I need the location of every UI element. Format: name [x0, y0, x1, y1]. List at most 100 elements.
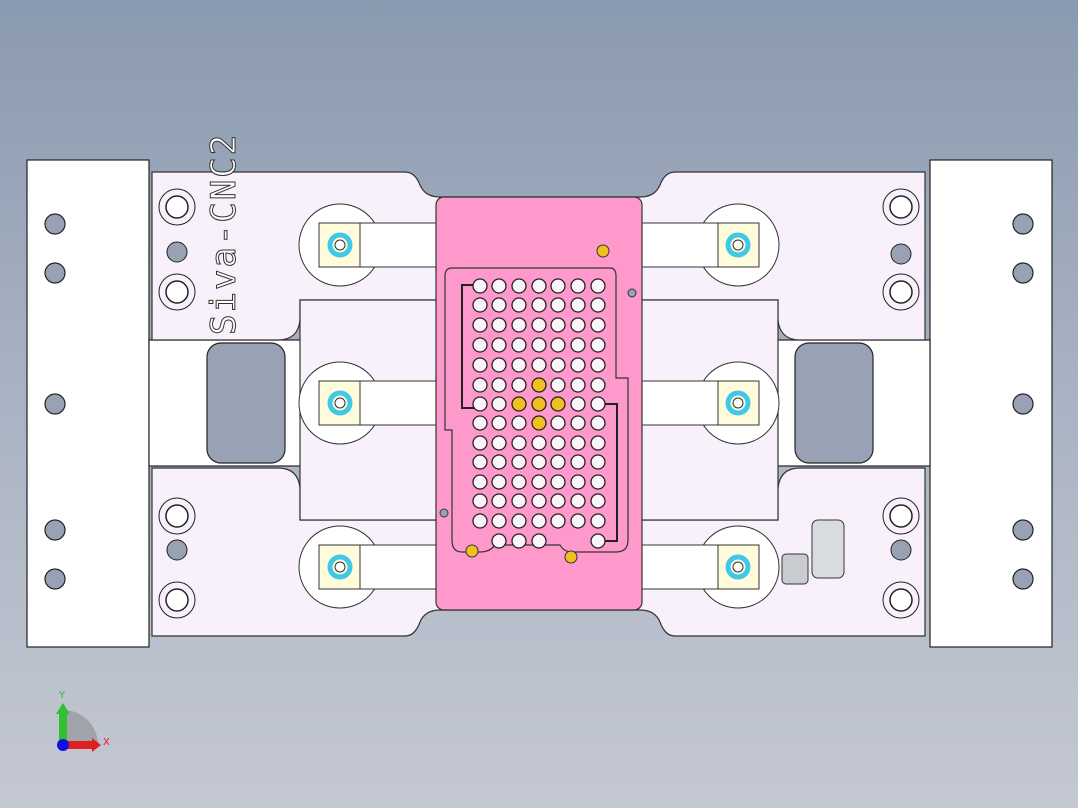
vacuum-hole — [511, 396, 527, 412]
vacuum-hole — [531, 377, 547, 393]
counterbore-hole — [882, 273, 920, 311]
vacuum-hole — [590, 435, 606, 451]
vacuum-hole — [531, 454, 547, 470]
vacuum-hole — [570, 337, 586, 353]
bolt-hole — [334, 239, 346, 251]
counterbore-hole — [882, 188, 920, 226]
locating-pin — [564, 550, 578, 564]
vacuum-hole — [472, 493, 488, 509]
dowel-hole — [166, 539, 188, 561]
rail-hole — [44, 519, 66, 541]
bolt-icon — [725, 390, 751, 416]
vacuum-hole — [472, 435, 488, 451]
counterbore-hole-inner — [165, 280, 189, 304]
rail-hole — [1012, 568, 1034, 590]
vacuum-hole — [531, 337, 547, 353]
vacuum-hole — [590, 297, 606, 313]
bolt-hole — [732, 397, 744, 409]
vacuum-hole — [550, 415, 566, 431]
locating-pin — [596, 244, 610, 258]
vacuum-hole — [491, 297, 507, 313]
bolt-hole — [334, 397, 346, 409]
vacuum-hole — [531, 317, 547, 333]
vacuum-hole — [590, 474, 606, 490]
vacuum-hole — [550, 396, 566, 412]
counterbore-hole — [158, 581, 196, 619]
right-window — [794, 342, 874, 464]
nest-hole — [627, 288, 637, 298]
dowel-hole — [890, 539, 912, 561]
vacuum-hole — [511, 513, 527, 529]
vacuum-hole — [472, 357, 488, 373]
vacuum-hole — [472, 317, 488, 333]
bolt-hole — [732, 561, 744, 573]
vacuum-hole — [550, 454, 566, 470]
vacuum-hole — [570, 435, 586, 451]
vacuum-hole — [472, 337, 488, 353]
vacuum-hole — [491, 377, 507, 393]
fitting-elbow — [811, 519, 845, 579]
nest-groove — [444, 267, 629, 553]
vacuum-hole — [550, 337, 566, 353]
rail-hole — [44, 213, 66, 235]
y-axis-arrow — [59, 712, 67, 745]
vacuum-hole — [570, 493, 586, 509]
vacuum-hole — [590, 377, 606, 393]
vacuum-hole — [590, 415, 606, 431]
vacuum-hole — [531, 357, 547, 373]
vacuum-channel — [461, 284, 618, 542]
counterbore-hole — [158, 188, 196, 226]
vacuum-hole — [550, 278, 566, 294]
vacuum-hole — [570, 415, 586, 431]
vacuum-hole — [472, 454, 488, 470]
vacuum-hole — [491, 533, 507, 549]
vacuum-hole — [590, 396, 606, 412]
vacuum-hole — [550, 317, 566, 333]
counterbore-hole — [158, 273, 196, 311]
rail-hole — [44, 393, 66, 415]
vacuum-hole — [570, 396, 586, 412]
vacuum-hole — [511, 493, 527, 509]
vacuum-hole — [491, 317, 507, 333]
vacuum-hole — [570, 454, 586, 470]
vacuum-hole — [472, 415, 488, 431]
vacuum-hole — [590, 513, 606, 529]
vacuum-hole — [590, 357, 606, 373]
bolt-icon — [725, 554, 751, 580]
right-rail — [929, 159, 1053, 648]
vacuum-hole — [531, 278, 547, 294]
x-label: X — [103, 737, 110, 748]
counterbore-hole-inner — [889, 280, 913, 304]
vacuum-hole — [511, 454, 527, 470]
rail-hole — [1012, 262, 1034, 284]
vacuum-hole — [570, 297, 586, 313]
vacuum-hole — [550, 435, 566, 451]
bolt-icon — [725, 232, 751, 258]
rail-hole — [1012, 519, 1034, 541]
counterbore-hole — [882, 497, 920, 535]
vacuum-hole — [511, 377, 527, 393]
rail-hole — [44, 568, 66, 590]
counterbore-hole-inner — [889, 588, 913, 612]
counterbore-hole — [882, 581, 920, 619]
vacuum-hole — [511, 337, 527, 353]
vacuum-hole — [531, 513, 547, 529]
rail-hole — [1012, 393, 1034, 415]
vacuum-hole — [590, 278, 606, 294]
vacuum-hole — [590, 317, 606, 333]
counterbore-hole — [158, 497, 196, 535]
vacuum-hole — [511, 357, 527, 373]
locating-pin — [465, 544, 479, 558]
vacuum-hole — [491, 396, 507, 412]
vacuum-hole — [491, 415, 507, 431]
air-fitting — [781, 519, 845, 585]
rail-hole — [1012, 213, 1034, 235]
vacuum-hole — [511, 533, 527, 549]
vacuum-hole — [472, 396, 488, 412]
bolt-icon — [327, 554, 353, 580]
vacuum-hole — [531, 297, 547, 313]
vacuum-hole — [550, 297, 566, 313]
vacuum-hole — [511, 415, 527, 431]
vacuum-hole — [550, 493, 566, 509]
